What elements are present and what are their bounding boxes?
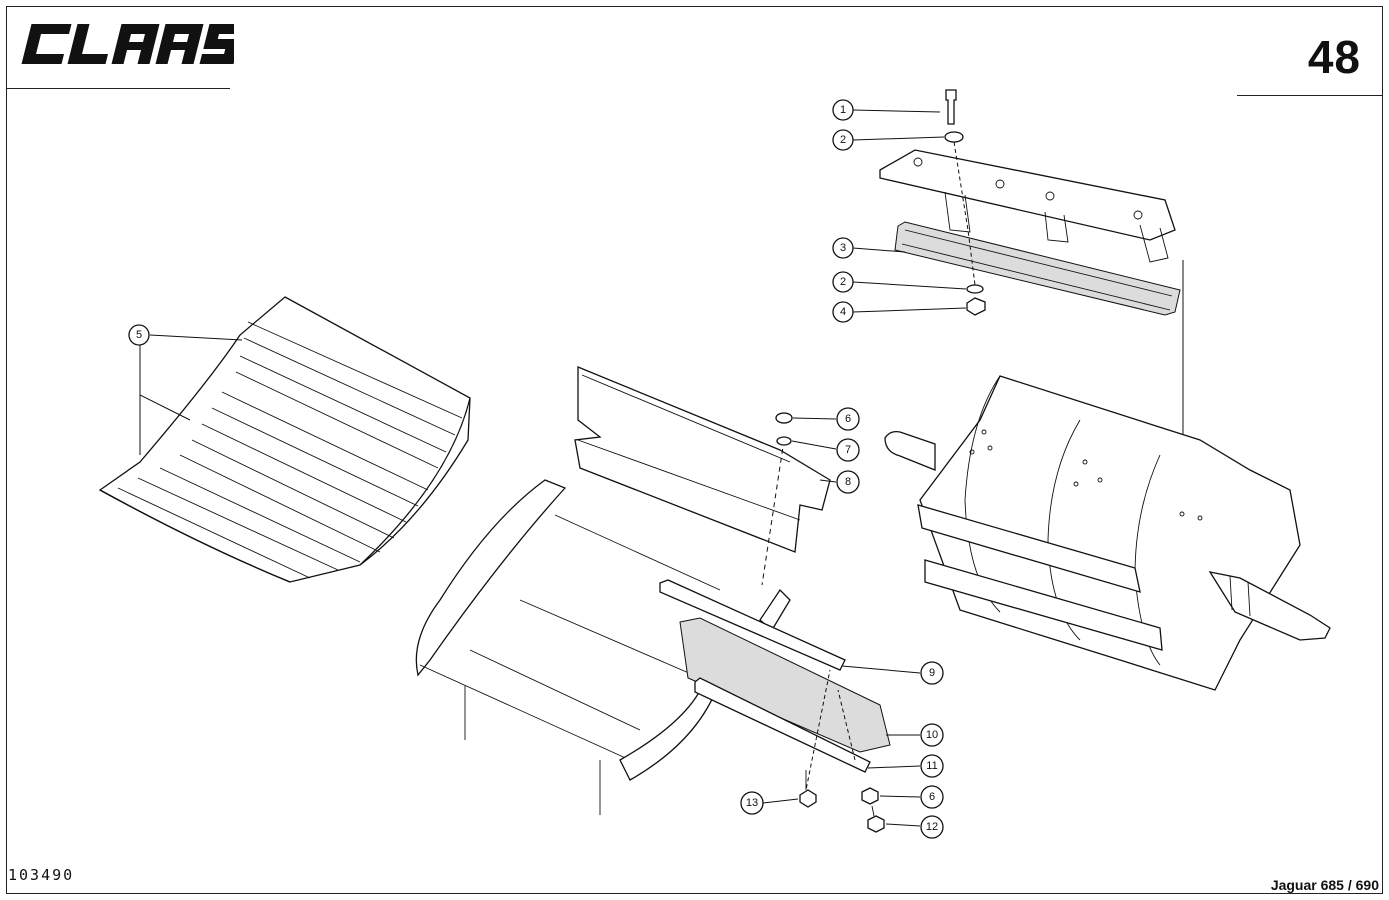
svg-text:10: 10 <box>926 729 938 741</box>
page-frame <box>6 6 1383 894</box>
callout-7: 7 <box>836 438 860 462</box>
callout-9: 9 <box>920 661 944 685</box>
svg-text:5: 5 <box>136 329 142 341</box>
upper-beater-bar-assembly <box>879 89 1184 556</box>
callout-10: 10 <box>920 723 944 747</box>
lower-housing <box>415 479 791 815</box>
machine-model: Jaguar 685 / 690 <box>1270 877 1379 893</box>
callout-6-lower: 6 <box>920 785 944 809</box>
callout-13: 13 <box>740 791 764 815</box>
svg-text:7: 7 <box>845 444 851 456</box>
svg-text:2: 2 <box>840 134 846 146</box>
callout-12: 12 <box>920 815 944 839</box>
svg-text:9: 9 <box>929 667 935 679</box>
deflector-plate <box>574 366 831 586</box>
page-number: 48 <box>1307 31 1361 83</box>
concave-grate <box>98 296 471 583</box>
svg-text:13: 13 <box>746 797 758 809</box>
svg-text:6: 6 <box>845 413 851 425</box>
callout-6-upper: 6 <box>836 407 860 431</box>
callout-5: 5 <box>128 324 150 346</box>
callout-3: 3 <box>832 237 854 259</box>
callout-2-upper: 2 <box>832 129 854 151</box>
logo-underline <box>6 88 230 89</box>
svg-text:12: 12 <box>926 821 938 833</box>
svg-text:2: 2 <box>840 276 846 288</box>
scraper-assembly <box>659 579 891 833</box>
svg-text:1: 1 <box>840 104 846 116</box>
svg-text:4: 4 <box>840 306 846 318</box>
callout-11: 11 <box>920 754 944 778</box>
svg-text:3: 3 <box>840 242 846 254</box>
chopper-drum <box>884 375 1331 691</box>
svg-text:6: 6 <box>929 791 935 803</box>
callout-1: 1 <box>832 99 854 121</box>
claas-logo <box>21 24 234 64</box>
page-number-underline <box>1237 95 1383 96</box>
callout-2-lower: 2 <box>832 271 854 293</box>
drawing-reference-number: 103490 <box>8 866 75 884</box>
svg-text:8: 8 <box>845 476 851 488</box>
leader-lines <box>139 109 967 827</box>
callout-8: 8 <box>836 470 860 494</box>
svg-text:11: 11 <box>926 760 937 772</box>
callout-4: 4 <box>832 301 854 323</box>
